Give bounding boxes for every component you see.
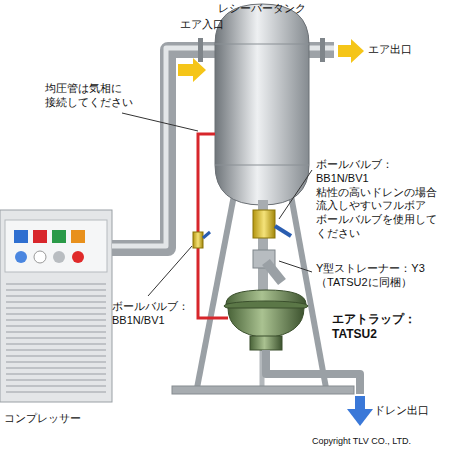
pipe-highlight bbox=[112, 48, 215, 246]
control-panel bbox=[5, 220, 107, 272]
compressor-grille bbox=[6, 284, 106, 392]
panel-square bbox=[52, 230, 66, 243]
flange bbox=[198, 38, 203, 62]
tank-seam bbox=[215, 165, 309, 166]
stand-leg bbox=[197, 190, 235, 388]
part-label: エアトラップ： TATSU2 bbox=[332, 312, 432, 342]
tank-seam bbox=[215, 44, 309, 45]
part-label: ボールバルブ： BB1N/BV1 bbox=[112, 300, 192, 328]
outlet-label: エア出口 bbox=[368, 43, 428, 57]
panel-lamp bbox=[72, 251, 84, 263]
panel-lamp bbox=[53, 251, 65, 263]
trap-base bbox=[250, 336, 282, 350]
leader-line bbox=[279, 261, 312, 272]
valve-handle bbox=[275, 226, 291, 236]
leader-line bbox=[279, 170, 312, 219]
compressor-body bbox=[0, 210, 112, 402]
valve-handle bbox=[203, 232, 210, 238]
panel-square bbox=[14, 230, 28, 243]
flange bbox=[320, 38, 325, 62]
part-label: Y型ストレーナー：Y3 （TATSU2に同梱） bbox=[316, 262, 440, 290]
drain-outlet-pipe bbox=[266, 350, 360, 394]
drain-arrow bbox=[347, 409, 373, 426]
balance-line bbox=[198, 134, 228, 318]
callout-note: 均圧管は気相に 接続してください bbox=[45, 82, 137, 110]
copyright-note: Copyright TLV CO., LTD. bbox=[312, 436, 446, 447]
air-trap bbox=[224, 290, 308, 350]
ball-valve bbox=[253, 210, 275, 238]
leader-line bbox=[148, 246, 192, 296]
strainer-leg bbox=[266, 262, 282, 282]
drain-label: ドレン出口 bbox=[374, 404, 440, 418]
leader-line bbox=[122, 113, 198, 131]
drain-arrow bbox=[355, 396, 365, 410]
compressor bbox=[0, 210, 112, 402]
flow-arrow bbox=[178, 58, 206, 82]
panel-lamp bbox=[15, 251, 27, 263]
panel-square bbox=[33, 230, 47, 243]
compressor-label: コンプレッサー bbox=[4, 412, 104, 426]
trap-body bbox=[228, 308, 304, 338]
panel-lamp bbox=[34, 251, 46, 263]
tank-label: レシーバータンク bbox=[218, 2, 318, 16]
callout-note: ボールバルブ： BB1N/BV1 粘性の高いドレンの場合 流入しやすいフルボア … bbox=[316, 158, 442, 241]
flow-arrow bbox=[338, 39, 364, 63]
receiver-tank bbox=[215, 4, 309, 205]
stand-base bbox=[172, 386, 354, 394]
ball-valve bbox=[193, 232, 203, 248]
inlet-label: エア入口 bbox=[180, 18, 240, 32]
panel-square bbox=[71, 230, 85, 243]
